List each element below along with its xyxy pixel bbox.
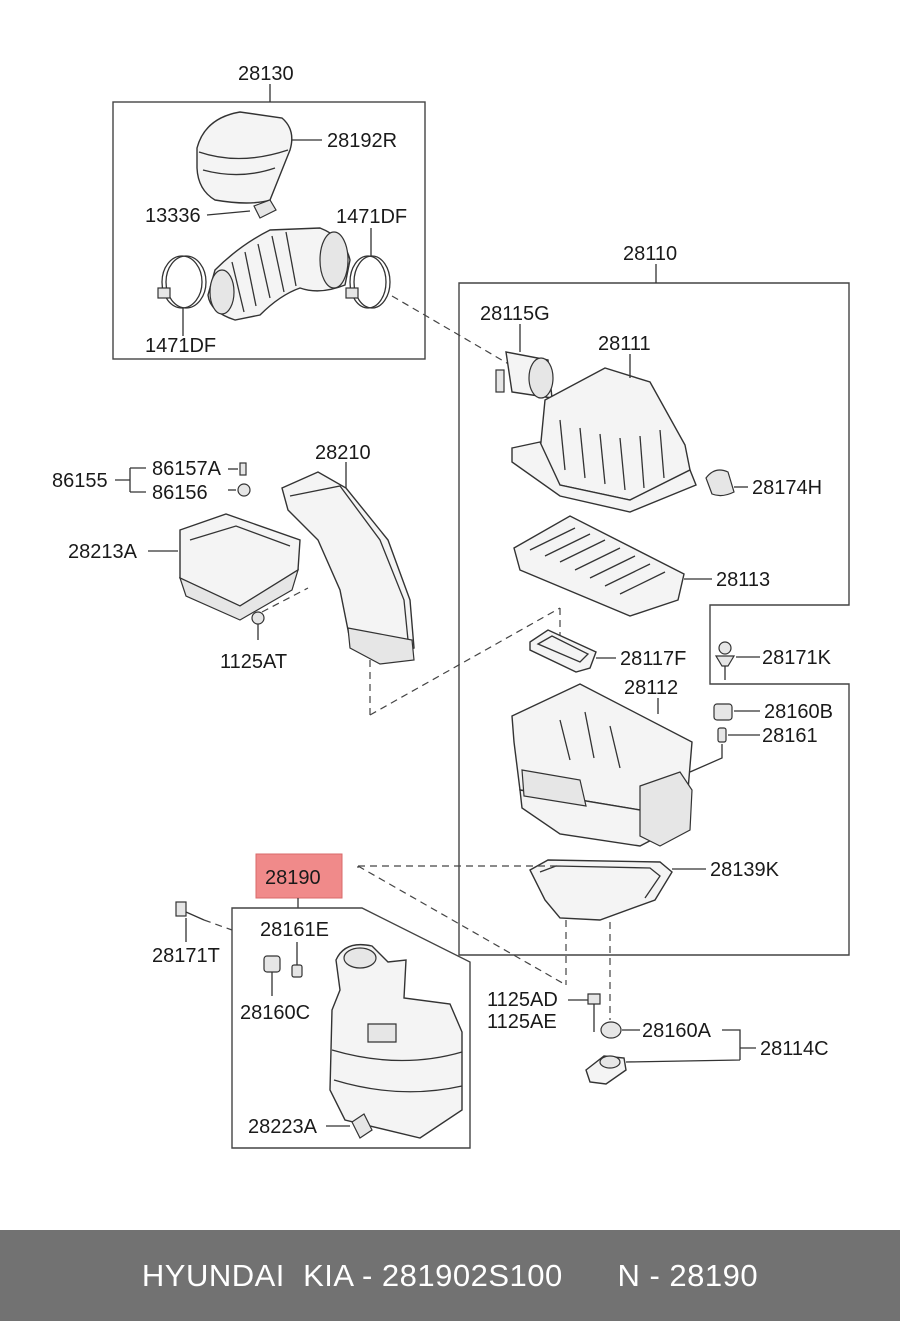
label-28161E[interactable]: 28161E — [260, 919, 329, 941]
label-86157A[interactable]: 86157A — [152, 458, 222, 480]
part-bracket[interactable] — [585, 1055, 627, 1085]
part-1125AD-bolt[interactable] — [587, 993, 601, 1032]
part-1471DF-left-clamp[interactable] — [157, 255, 207, 309]
label-28161[interactable]: 28161 — [762, 725, 818, 747]
footer-bar: HYUNDAI KIA - 281902S100 N - 28190 — [0, 1230, 900, 1321]
label-28171T[interactable]: 28171T — [152, 945, 220, 967]
part-28115G[interactable] — [495, 351, 554, 399]
label-28110[interactable]: 28110 — [623, 243, 677, 265]
part-28174H[interactable] — [705, 469, 735, 497]
part-28160B[interactable] — [713, 703, 733, 721]
part-28192R[interactable] — [196, 111, 293, 204]
part-28139K[interactable] — [529, 859, 673, 921]
part-28171T[interactable] — [175, 901, 205, 921]
label-86156[interactable]: 86156 — [152, 482, 208, 504]
part-28161E[interactable] — [291, 964, 303, 978]
part-1471DF-right-clamp[interactable] — [345, 255, 391, 309]
label-28160B[interactable]: 28160B — [764, 701, 833, 723]
label-1125AD[interactable]: 1125AD — [487, 989, 558, 1011]
label-28160C[interactable]: 28160C — [240, 1002, 310, 1024]
part-28161[interactable] — [717, 727, 727, 743]
label-1125AE[interactable]: 1125AE — [487, 1011, 557, 1033]
label-28223A[interactable]: 28223A — [248, 1116, 318, 1138]
label-28112[interactable]: 28112 — [624, 677, 678, 699]
part-28210[interactable] — [281, 471, 415, 665]
label-28113[interactable]: 28113 — [716, 569, 770, 591]
label-28130[interactable]: 28130 — [238, 63, 294, 85]
group-box-28130 — [112, 101, 426, 360]
label-28174H[interactable]: 28174H — [752, 477, 822, 499]
footer-part-number: HYUNDAI KIA - 281902S100 N - 28190 — [141, 1257, 759, 1293]
label-28210[interactable]: 28210 — [315, 442, 371, 464]
label-1471DF-left[interactable]: 1471DF — [145, 335, 216, 357]
label-28115G[interactable]: 28115G — [480, 303, 550, 325]
part-intake-hose[interactable] — [207, 227, 351, 321]
part-86157A[interactable] — [239, 462, 247, 476]
part-28171K[interactable] — [714, 641, 736, 680]
highlight-28190 — [255, 853, 343, 899]
label-28160A[interactable]: 28160A — [642, 1020, 712, 1042]
group-box-28110 — [458, 282, 850, 956]
label-28111[interactable]: 28111 — [598, 333, 651, 355]
part-28117F[interactable] — [529, 629, 597, 673]
part-13336[interactable] — [253, 199, 277, 219]
part-28160A[interactable] — [600, 1021, 622, 1039]
label-28192R[interactable]: 28192R — [327, 130, 397, 152]
label-13336[interactable]: 13336 — [145, 205, 201, 227]
part-resonator-28190[interactable] — [329, 943, 463, 1139]
label-86155[interactable]: 86155 — [52, 470, 108, 492]
label-28117F[interactable]: 28117F — [620, 648, 686, 670]
label-28139K[interactable]: 28139K — [710, 859, 780, 881]
part-28160C[interactable] — [263, 955, 281, 973]
label-28213A[interactable]: 28213A — [68, 541, 138, 563]
part-28111[interactable] — [511, 367, 697, 513]
part-86156[interactable] — [237, 483, 251, 497]
label-1471DF-right[interactable]: 1471DF — [336, 206, 407, 228]
part-1125AT[interactable] — [251, 611, 265, 640]
part-28113[interactable] — [513, 515, 685, 617]
label-28114C[interactable]: 28114C — [760, 1038, 829, 1060]
group-box-28190 — [231, 907, 471, 1149]
parts-diagram: 28130 28192R 13336 1471DF 1471DF — [52, 63, 850, 1149]
part-28112[interactable] — [511, 683, 693, 847]
label-28190[interactable]: 28190 — [265, 867, 321, 889]
part-28223A[interactable] — [351, 1113, 373, 1139]
label-28171K[interactable]: 28171K — [762, 647, 832, 669]
label-1125AT[interactable]: 1125AT — [220, 651, 287, 673]
part-28213A[interactable] — [178, 513, 301, 621]
